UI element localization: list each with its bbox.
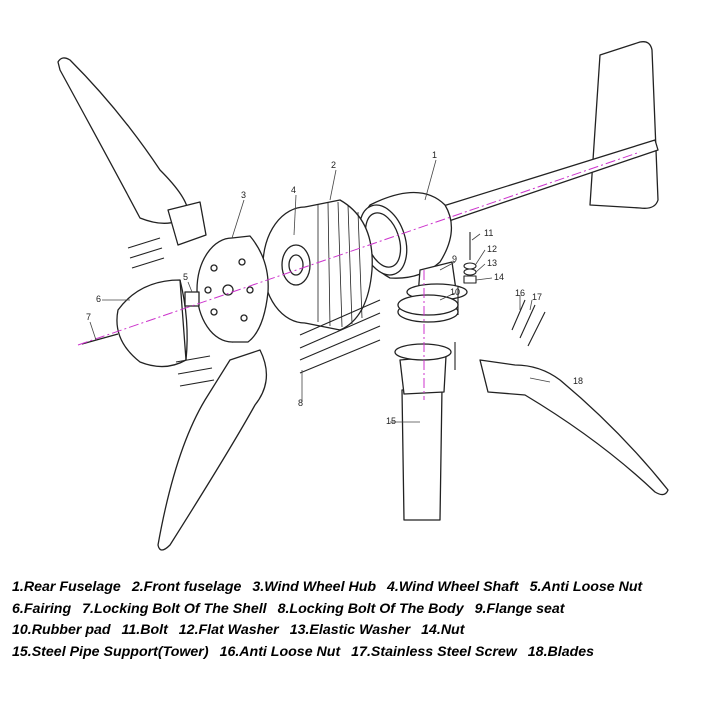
screw-cluster-right [511,299,546,347]
callout-11: 11 [484,228,493,238]
callout-13: 13 [487,258,497,268]
legend-row: 1.Rear Fuselage 2.Front fuselage 3.Wind Wh… [12,577,718,599]
callout-1: 1 [432,150,437,160]
callout-2: 2 [331,160,336,170]
callout-16: 16 [515,288,525,298]
legend-item: 15.Steel Pipe Support(Tower) [12,643,209,660]
legend-item: 16.Anti Loose Nut [219,643,341,660]
callout-15: 15 [386,416,396,426]
legend-item: 8.Locking Bolt Of The Body [277,600,464,617]
legend-item: 17.Stainless Steel Screw [351,643,517,660]
legend-item: 14.Nut [421,622,465,638]
callout-18: 18 [573,376,583,386]
tower-top [399,355,447,395]
bolt-cluster-left [127,237,215,387]
legend-row: 6.Fairing 7.Locking Bolt Of The Shell 8.Lo… [12,599,718,621]
callout-3: 3 [241,190,246,200]
tail-vane [589,41,659,209]
legend-item: 18.Blades [527,643,595,660]
callout-4: 4 [291,185,296,195]
callout-7: 7 [86,312,91,322]
callout-9: 9 [452,254,457,264]
callout-5: 5 [183,272,188,282]
legend-item: 4.Wind Wheel Shaft [387,579,519,595]
fastener-stack [454,232,477,370]
legend-item: 1.Rear Fuselage [12,579,121,595]
callout-10: 10 [450,287,460,297]
legend-item: 10.Rubber pad [12,622,111,638]
callout-17: 17 [532,292,542,302]
anti-loose-nut [184,291,200,307]
blade-right [479,359,669,496]
callout-8: 8 [298,398,303,408]
parts-legend: 1.Rear Fuselage 2.Front fuselage 3.Wind Wh… [12,577,718,663]
legend-item: 12.Flat Washer [178,622,279,638]
legend-item: 5.Anti Loose Nut [529,579,643,595]
legend-item: 3.Wind Wheel Hub [252,579,377,595]
legend-row: 10.Rubber pad 11.Bolt 12.Flat Washer 13.Ela… [12,620,718,642]
legend-row: 15.Steel Pipe Support(Tower) 16.Anti Loos… [12,642,718,664]
legend-item: 7.Locking Bolt Of The Shell [82,600,267,617]
shell-bolt [81,333,119,345]
callout-12: 12 [487,244,497,254]
legend-item: 6.Fairing [12,600,72,617]
body-bolts [299,299,381,374]
callout-6: 6 [96,294,101,304]
legend-item: 9.Flange seat [474,600,565,617]
assembly-axis [77,151,641,400]
blade-upper-left [57,57,189,224]
callout-14: 14 [494,272,504,282]
blade-lower [157,349,267,551]
legend-item: 13.Elastic Washer [289,622,411,638]
tower [401,387,443,521]
fairing [116,279,187,368]
legend-item: 11.Bolt [121,622,168,638]
legend-item: 2.Front fuselage [131,579,242,595]
